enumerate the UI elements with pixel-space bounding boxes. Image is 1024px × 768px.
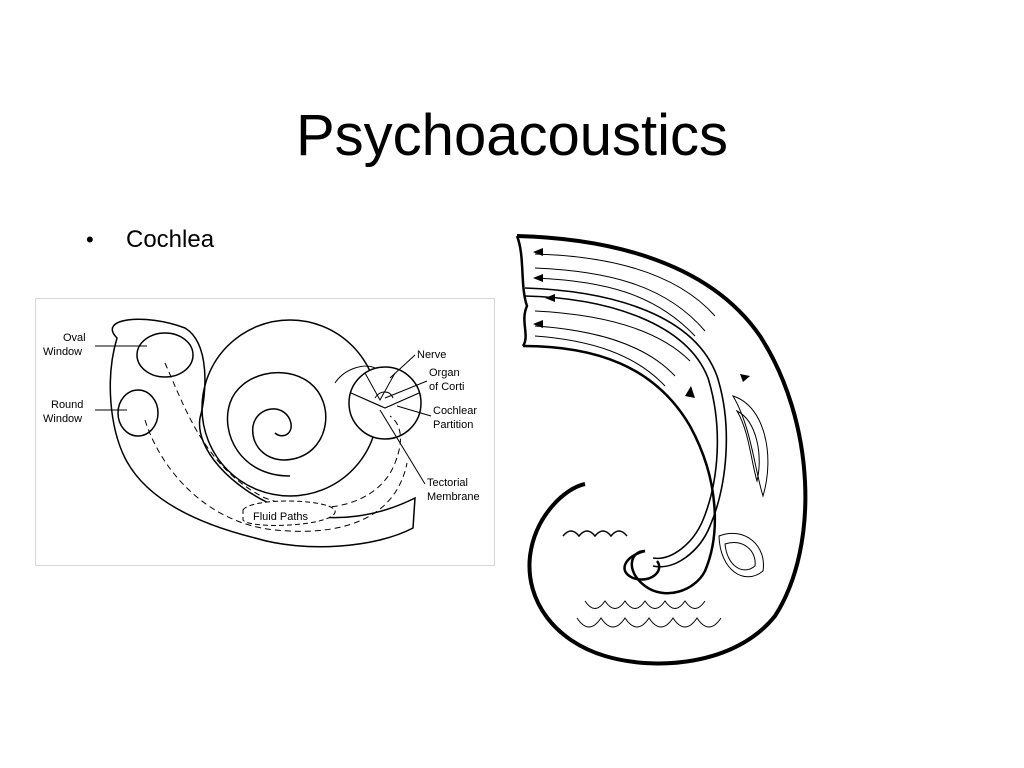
bullet-text: Cochlea [126,226,215,253]
slide-title: Psychoacoustics [296,103,728,168]
label-organ-line1: Organ [429,367,460,379]
label-organ-line2: of Corti [429,381,464,393]
flow-arrow-icon [533,274,543,282]
cochlea-flow-diagram [515,234,808,666]
flow-arrow-icon [533,320,543,328]
cochlea-outer-wall [516,234,808,666]
apex-ripples [562,530,628,538]
label-tectorial-line1: Tectorial [427,477,468,489]
eddy-scallops [584,600,706,609]
vortex-contour [724,542,756,571]
cochlea-inner-wall [522,344,717,595]
label-cochlear-line2: Partition [433,419,473,431]
bullet-list: • Cochlea [86,226,214,254]
streamline [534,267,706,332]
cross-section-circle [348,366,422,440]
cochlea-base-edge [515,235,529,347]
helicotrema-hook [623,549,661,581]
flow-arrow-icon [740,374,750,382]
nerve-leader [389,354,416,379]
cochlear-partition-upper [524,287,728,568]
streamline [534,310,691,362]
streamline [534,325,676,377]
round-window-shape [117,389,159,437]
label-fluid-paths: Fluid Paths [253,511,309,523]
fluid-paths-label-box [242,500,336,526]
tectorial-leader [379,409,426,485]
label-oval-line2: Window [43,346,82,358]
cochlear-partition-lines [350,392,420,409]
cochlea-schematic-diagram: Oval Window Round Window Nerve Organ of … [35,298,495,566]
eddy-scallops [576,617,722,628]
organ-of-corti-shape [374,391,394,399]
vortex-contour [731,395,769,498]
label-round-line2: Window [43,413,82,425]
label-oval-line1: Oval [63,332,86,344]
flow-arrow-icon [533,248,543,256]
vortex-contour [718,532,764,578]
cochlea-spiral [226,371,327,477]
cochlea-outer-wall [109,318,416,548]
bullet-dot-icon: • [86,227,94,252]
streamline [534,335,666,387]
label-nerve: Nerve [417,349,446,361]
cochlea-body-crease [334,365,376,384]
streamline [534,253,716,317]
fluid-path-lower [144,419,408,532]
flow-arrow-icon [545,294,555,302]
reissner-membrane [364,372,396,402]
flow-arrow-icon [685,386,695,398]
oval-window-shape [136,332,194,378]
cochlear-partition-leader [396,405,432,417]
streamline [534,277,696,337]
vortex-contour [735,409,760,483]
label-round-line1: Round [51,399,83,411]
label-cochlear-line1: Cochlear [433,405,477,417]
bullet-item: • Cochlea [86,226,214,254]
label-tectorial-line2: Membrane [427,491,480,503]
cochlear-partition-lower [524,295,719,560]
organ-leader [384,380,428,399]
